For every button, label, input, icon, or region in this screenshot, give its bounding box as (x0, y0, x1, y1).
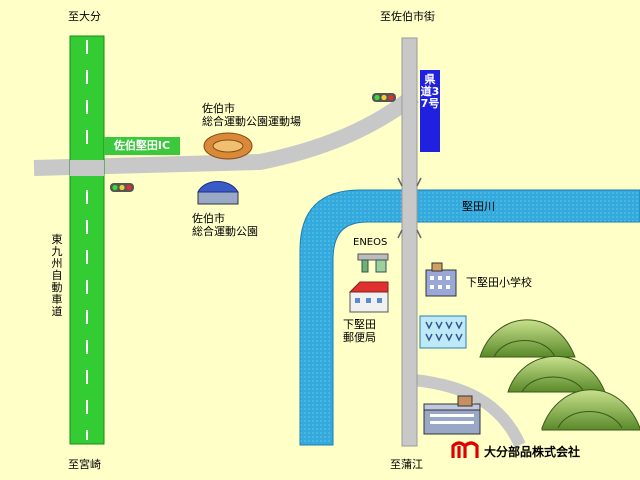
post-office-icon (348, 281, 389, 313)
post-office-label: 下堅田 郵便局 (343, 318, 376, 344)
direction-south-left: 至宮崎 (68, 458, 101, 471)
bridge-icon (397, 177, 422, 239)
river-kataeda (299, 189, 640, 446)
stadium-icon (203, 132, 253, 160)
eneos-label: ENEOS (353, 237, 388, 248)
gas-station-icon (357, 253, 389, 273)
stadium-label: 佐伯市 総合運動公園運動場 (202, 102, 301, 128)
school-icon (425, 262, 457, 297)
company-logo-icon (451, 441, 479, 458)
road-to-saiki (33, 89, 419, 176)
school-label: 下堅田小学校 (466, 276, 532, 289)
hill-icon (479, 319, 576, 358)
expressway-label: 東九州自動車道 (51, 233, 63, 318)
factory-icon (423, 395, 481, 435)
field-icon (419, 315, 467, 349)
company-name: 大分部品株式会社 (484, 445, 581, 459)
traffic-light-icon (372, 93, 396, 102)
gym-label: 佐伯市 総合運動公園 (192, 212, 258, 238)
prefectural-road-label: 県道37号 (420, 70, 440, 152)
direction-south-right: 至蒲江 (390, 458, 423, 471)
gym-icon (197, 181, 239, 205)
hill-icon (541, 389, 640, 431)
river-label: 堅田川 (462, 200, 495, 213)
hill-icon (507, 355, 606, 393)
direction-north-right: 至佐伯市街 (380, 10, 435, 23)
road-pref-37 (401, 37, 418, 447)
ic-label: 佐伯堅田IC (104, 137, 180, 155)
direction-north-left: 至大分 (68, 10, 101, 23)
traffic-light-icon (110, 183, 134, 192)
road-to-company (413, 374, 526, 448)
